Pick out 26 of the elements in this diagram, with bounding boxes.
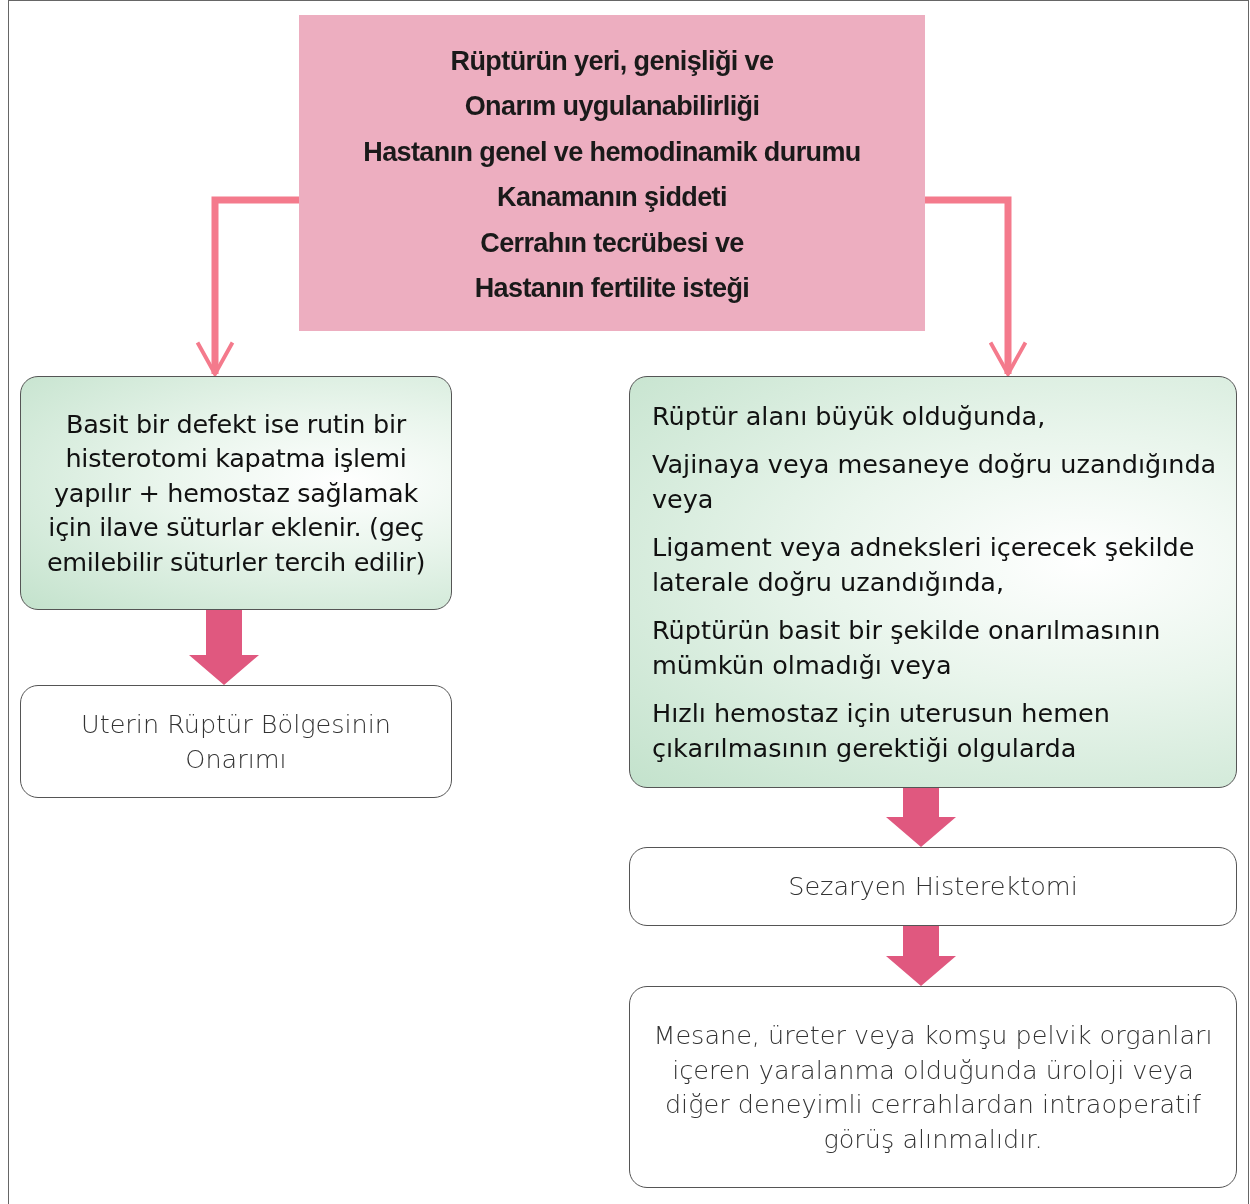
list-item: Hastanın fertilite isteği: [474, 272, 750, 305]
list-item: Kanamanın şiddeti: [497, 181, 727, 214]
arrow: [195, 196, 299, 376]
list-item: Hızlı hemostaz için uterusun hemen çıkarılmasının gerektiği olgularda: [652, 697, 1111, 765]
box-text: Uterin Rüptür Bölgesinin Onarımı: [80, 708, 392, 776]
block-arrow: [886, 788, 956, 847]
condition-box: [20, 376, 452, 610]
arrow: [925, 196, 1028, 376]
list-item: Rüptürün yeri, genişliği ve: [450, 44, 774, 78]
list-item: Ligament veya adneksleri içerecek şekilde laterale doğru uzandığında,: [652, 531, 1196, 599]
block-arrow: [886, 926, 956, 986]
list-item: Onarım uygulanabilirliği: [464, 90, 760, 123]
list-item: Rüptür alanı büyük olduğunda,: [652, 399, 1047, 433]
list-item: Rüptürün basit bir şekilde onarılmasının mümkün olmadığı veya: [652, 614, 1162, 682]
outcome-box: [20, 685, 452, 798]
list-item: Cerrahın tecrübesi ve: [480, 226, 744, 260]
list-item: Hastanın genel ve hemodinamik durumu: [363, 135, 861, 169]
box-text: Sezaryen Histerektomi: [787, 870, 1079, 904]
outcome-box: [629, 847, 1237, 926]
box-text: Basit bir defekt ise rutin bir histerotomi kapatma işlemi yapılır + hemostaz sağlamak için ilave süturlar eklenir. (geç emilebilir süturler tercih edilir): [45, 407, 427, 579]
outcome-box: [629, 986, 1237, 1188]
block-arrow: [189, 610, 259, 685]
box-text: Mesane, üreter veya komşu pelvik organları içeren yaralanma olduğunda üroloji veya diğer deneyimli cerrahlardan intraoperatif görüş alınmalıdır.: [652, 1019, 1214, 1156]
list-item: Vajinaya veya mesaneye doğru uzandığında veya: [652, 448, 1218, 516]
condition-box: [629, 376, 1237, 788]
criteria-box: [299, 15, 925, 331]
